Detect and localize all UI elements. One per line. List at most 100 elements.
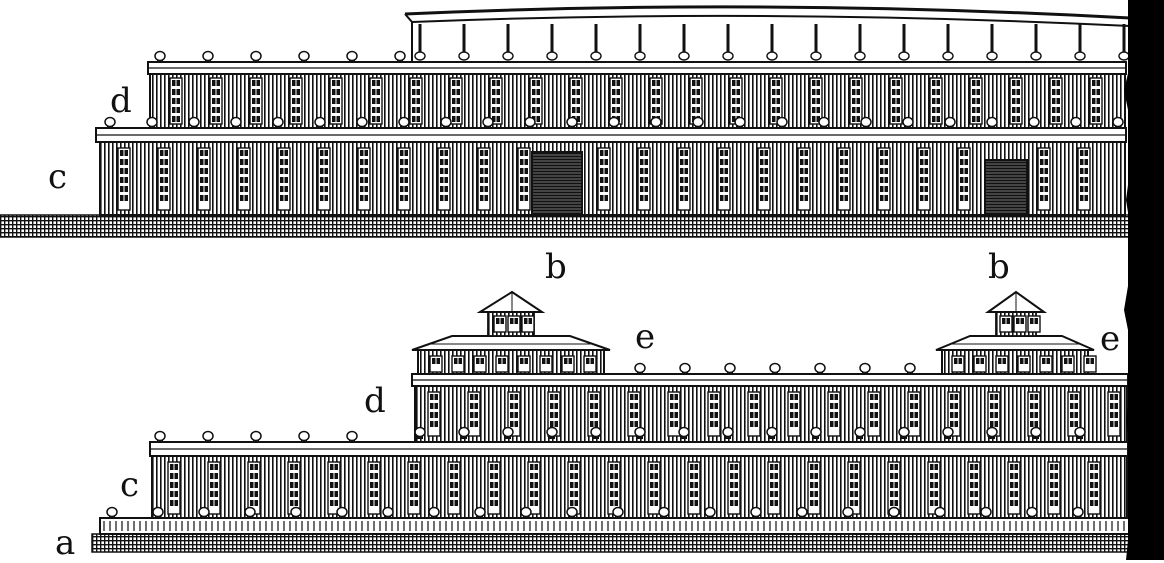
pavilion-right-lantern-window: [999, 315, 1013, 333]
lower-base-urn: [750, 506, 762, 519]
upper-colonnade-column: [458, 24, 470, 61]
upper-ground-window: [397, 147, 411, 211]
pavilion-left-window: [451, 355, 465, 373]
lower-upper-urn: [634, 362, 646, 375]
upper-doorway-right: [984, 159, 1028, 215]
pavilion-right-window: [995, 355, 1009, 373]
lower-second-window: [507, 391, 521, 437]
pavilion-left-window: [473, 355, 487, 373]
lower-ground-window: [567, 461, 581, 515]
upper-ground-window: [477, 147, 491, 211]
lower-base-urn: [382, 506, 394, 519]
upper-cornice-urn: [776, 116, 788, 129]
pavilion-left-lantern-window: [493, 315, 507, 333]
pavilion-left-window: [517, 355, 531, 373]
lower-roof-urn: [202, 430, 214, 443]
upper-cornice-urn: [440, 116, 452, 129]
lower-cornice-urn: [546, 426, 558, 439]
lower-base-urn: [612, 506, 624, 519]
upper-middle-window: [849, 77, 863, 125]
label-lower-c: c: [120, 465, 140, 505]
lower-second-window: [907, 391, 921, 437]
plate-edge-shadow: [1128, 0, 1164, 560]
lower-second-window: [867, 391, 881, 437]
lower-cornice-urn: [458, 426, 470, 439]
lower-base-urn: [474, 506, 486, 519]
lower-base-urn: [336, 506, 348, 519]
upper-colonnade-column: [1030, 24, 1042, 61]
pavilion-left-window: [561, 355, 575, 373]
upper-middle-window: [1089, 77, 1103, 125]
upper-colonnade-column: [766, 24, 778, 61]
lower-base-urn: [520, 506, 532, 519]
upper-middle-window: [369, 77, 383, 125]
upper-colonnade-column: [634, 24, 646, 61]
lower-base-urn: [198, 506, 210, 519]
lower-cornice-urn: [414, 426, 426, 439]
label-e-left: e: [635, 317, 656, 357]
lower-base-urn: [980, 506, 992, 519]
lower-cornice-urn: [1074, 426, 1086, 439]
upper-cornice-urn: [188, 116, 200, 129]
upper-colonnade-column: [722, 24, 734, 61]
upper-ground-window: [677, 147, 691, 211]
lower-ground-window: [407, 461, 421, 515]
lower-cornice-urn: [986, 426, 998, 439]
label-b-right: b: [988, 247, 1010, 287]
lower-ground-window: [367, 461, 381, 515]
lower-second-window: [467, 391, 481, 437]
pavilion-right-window: [1039, 355, 1053, 373]
upper-cornice-urn: [986, 116, 998, 129]
lower-upper-urn: [814, 362, 826, 375]
lower-second-window: [667, 391, 681, 437]
lower-ground-window: [447, 461, 461, 515]
lower-ground-window: [767, 461, 781, 515]
lower-ground-window: [927, 461, 941, 515]
lower-upper-urn: [679, 362, 691, 375]
lower-upper-urn: [724, 362, 736, 375]
upper-ground-window: [797, 147, 811, 211]
pavilion-left-window: [539, 355, 553, 373]
upper-ground-window: [597, 147, 611, 211]
upper-cornice-urn: [944, 116, 956, 129]
lower-base-urn: [1072, 506, 1084, 519]
upper-cornice-urn: [1112, 116, 1124, 129]
upper-ground-window: [877, 147, 891, 211]
lower-ground-window: [967, 461, 981, 515]
lower-ground-window: [687, 461, 701, 515]
upper-middle-window: [329, 77, 343, 125]
lower-cornice-urn: [634, 426, 646, 439]
lower-second-window: [987, 391, 1001, 437]
upper-cornice-urn: [902, 116, 914, 129]
lower-upper-urn: [904, 362, 916, 375]
lower-second-window: [747, 391, 761, 437]
lower-base-urn: [796, 506, 808, 519]
upper-cornice-urn: [818, 116, 830, 129]
pavilion-right-lantern-window: [1013, 315, 1027, 333]
lower-roof-urn: [154, 430, 166, 443]
upper-ground-window: [237, 147, 251, 211]
lower-cornice-urn: [1030, 426, 1042, 439]
upper-ground-window: [437, 147, 451, 211]
lower-ground-window: [807, 461, 821, 515]
lower-ground-window: [1087, 461, 1101, 515]
label-lower-d: d: [364, 381, 386, 421]
upper-middle-window: [489, 77, 503, 125]
upper-middle-window: [1049, 77, 1063, 125]
lower-ground-window: [887, 461, 901, 515]
upper-colonnade-column: [898, 24, 910, 61]
pavilion-left-lantern-window: [507, 315, 521, 333]
upper-cornice-urn: [272, 116, 284, 129]
upper-colonnade-column: [986, 24, 998, 61]
lower-cornice-urn: [942, 426, 954, 439]
upper-colonnade-column: [1074, 24, 1086, 61]
upper-middle-window: [769, 77, 783, 125]
lower-ground-window: [647, 461, 661, 515]
lower-second-window: [627, 391, 641, 437]
upper-colonnade-column: [414, 24, 426, 61]
upper-cornice-urn: [314, 116, 326, 129]
upper-middle-window: [809, 77, 823, 125]
lower-roof-urn: [250, 430, 262, 443]
lower-ground-window: [287, 461, 301, 515]
